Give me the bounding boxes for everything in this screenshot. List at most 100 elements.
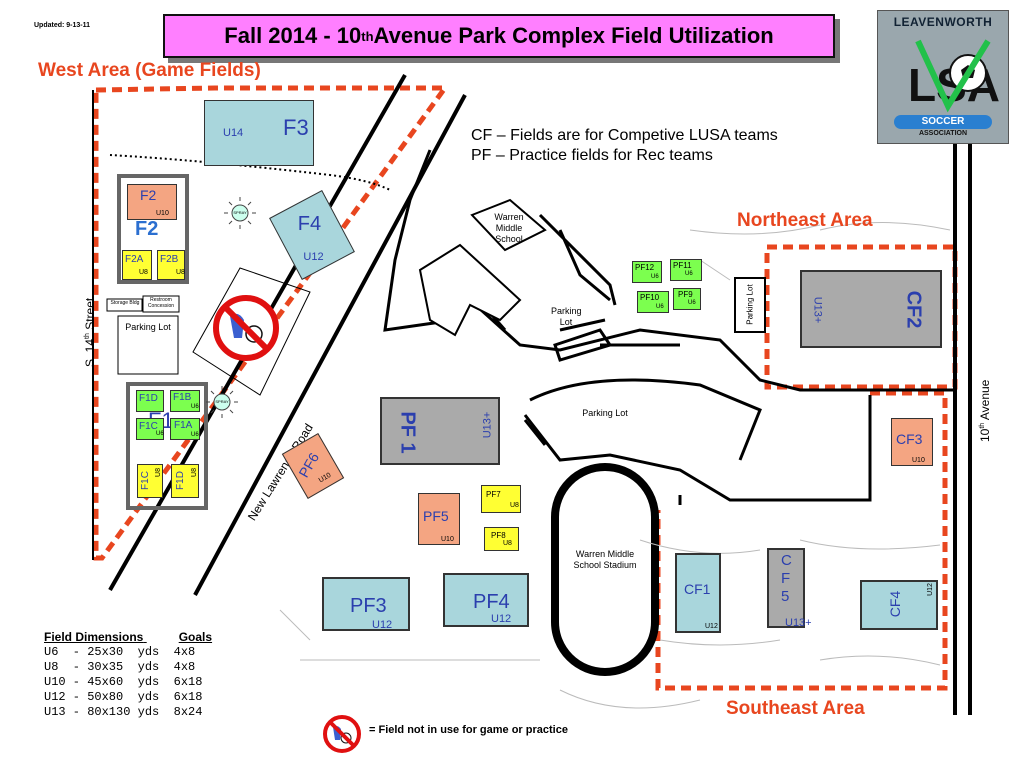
storage-bldg-outline — [106, 298, 143, 312]
no-field-legend-icon — [322, 714, 362, 754]
spray-sun-1 — [224, 197, 256, 229]
dimensions-header: Field Dimensions Goals — [44, 630, 212, 645]
field-f4-age: U12 — [303, 250, 324, 263]
field-pf5-name: PF5 — [423, 508, 449, 524]
field-f1c-bottom-name: F1C — [139, 471, 151, 490]
school-building — [418, 198, 547, 337]
field-cf3[interactable]: CF3 U10 — [891, 418, 933, 466]
field-pf7-name: PF7 — [486, 490, 501, 499]
dimensions-header-left: Field Dimensions — [44, 630, 144, 644]
center-parking-label: Parking Lot — [582, 408, 628, 418]
field-f1c-top-name: F1C — [139, 421, 158, 432]
field-f1d-bottom-age: U8 — [190, 468, 198, 477]
f2-group-outline — [117, 174, 189, 284]
field-f2[interactable]: F2 U10 — [127, 184, 177, 220]
field-cf5-name: C F 5 — [781, 552, 792, 605]
updated-date: Updated: 9-13-11 — [34, 22, 91, 29]
field-pf4-age: U12 — [491, 613, 512, 625]
field-dimensions-table: Field Dimensions Goals U6 - 25x30 yds 4x… — [44, 630, 212, 720]
driveway — [538, 213, 617, 306]
field-f2a[interactable]: F2A U8 — [122, 250, 152, 280]
field-f1d-bottom[interactable]: F1D U8 — [171, 464, 199, 498]
field-f2a-name: F2A — [125, 254, 144, 265]
field-pf12[interactable]: PF12 U6 — [632, 261, 662, 283]
ave10-sup: th — [979, 422, 986, 429]
title-part-1: Fall 2014 - 10 — [224, 23, 362, 48]
field-f2b-name: F2B — [160, 254, 179, 265]
field-f1c-bottom-age: U8 — [154, 468, 162, 477]
no-field-legend-text: = Field not in use for game or practice — [369, 724, 568, 736]
field-f1b-name: F1B — [173, 392, 192, 403]
spray-label-2: SPRAY — [215, 399, 229, 404]
dimensions-row: U6 - 25x30 yds 4x8 — [44, 645, 196, 659]
field-pf10[interactable]: PF10 U6 — [637, 291, 669, 313]
field-pf9-age: U6 — [688, 300, 696, 306]
field-pf1-name: PF 1 — [396, 411, 419, 454]
west-parking-outline — [117, 315, 179, 375]
s14-rest: Street — [83, 297, 97, 334]
field-cf3-age: U10 — [912, 457, 925, 464]
tenth-avenue-label: 10th Avenue — [978, 332, 992, 442]
dimensions-row: U8 - 30x35 yds 4x8 — [44, 660, 196, 674]
south-road — [523, 395, 872, 505]
field-pf9-name: PF9 — [678, 290, 693, 299]
field-cf2-age: U13+ — [811, 296, 824, 324]
field-pf6-age: U10 — [317, 471, 333, 485]
restroom-label: Restroom Concession — [147, 297, 175, 309]
field-cf2[interactable]: CF2 U13+ — [800, 270, 942, 348]
field-pf1[interactable]: PF 1 U13+ — [380, 397, 500, 465]
field-cf4[interactable]: CF4 U12 — [860, 580, 938, 630]
legend-pf: PF – Practice fields for Rec teams — [471, 147, 713, 164]
restroom-outline — [142, 295, 180, 313]
field-pf11-name: PF11 — [673, 261, 692, 270]
logo-band: SOCCER — [894, 115, 992, 129]
ave10-rest: Avenue — [978, 379, 992, 423]
field-pf6-name: PF6 — [295, 449, 323, 481]
field-cf1[interactable]: CF1 U12 — [675, 553, 721, 633]
field-f1c-top[interactable]: F1C U6 — [136, 418, 164, 440]
field-pf8-age: U8 — [503, 540, 512, 547]
spray-sun-2 — [206, 386, 238, 418]
field-cf4-name: CF4 — [887, 590, 904, 618]
field-f1d-top-name: F1D — [139, 393, 158, 404]
field-f1c-bottom[interactable]: F1C U8 — [137, 464, 163, 498]
southeast-area-label: Southeast Area — [726, 698, 865, 719]
field-f1a[interactable]: F1A U6 — [170, 418, 200, 440]
no-soccer-icon — [212, 294, 280, 362]
center-parking-small-label: Parking Lot — [551, 306, 582, 327]
field-cf3-name: CF3 — [896, 431, 923, 447]
field-pf8[interactable]: PF8 U8 — [484, 527, 519, 551]
field-pf3[interactable]: PF3 U12 — [322, 577, 410, 631]
field-pf9[interactable]: PF9 U6 — [673, 288, 701, 310]
field-cf2-name: CF2 — [902, 290, 925, 329]
f1-group-outline — [126, 382, 208, 510]
field-pf5[interactable]: PF5 U10 — [418, 493, 460, 545]
field-pf4[interactable]: PF4 U12 — [443, 573, 529, 627]
field-pf3-age: U12 — [372, 619, 393, 631]
field-pf3-name: PF3 — [350, 595, 387, 617]
ne-parking-outline — [734, 277, 766, 333]
field-cf5[interactable]: C F 5 U13+ — [767, 548, 812, 629]
f2-group-label: F2 — [135, 218, 159, 240]
dotted-path — [109, 154, 391, 191]
field-pf10-age: U6 — [656, 304, 664, 310]
s14-street-label: S. 14th Street — [83, 247, 97, 367]
terrain-lines — [279, 222, 951, 709]
field-f1b[interactable]: F1B U6 — [170, 390, 200, 412]
field-f2a-age: U8 — [139, 269, 148, 276]
field-pf11[interactable]: PF11 U6 — [670, 259, 702, 281]
field-f3[interactable]: F3 U14 — [204, 100, 314, 166]
field-f1a-name: F1A — [174, 420, 193, 431]
field-f1d-bottom-name: F1D — [174, 471, 186, 490]
field-f1d-top[interactable]: F1D — [136, 390, 164, 412]
field-f2b[interactable]: F2B U8 — [157, 250, 185, 280]
west-area-boundary — [93, 85, 450, 561]
field-f2b-age: U8 — [176, 269, 185, 276]
title-part-2: Avenue Park Complex Field Utilization — [373, 23, 774, 48]
field-f1c-top-age: U6 — [156, 431, 164, 437]
field-f1a-age: U6 — [191, 432, 199, 438]
field-pf11-age: U6 — [685, 271, 693, 277]
field-pf7[interactable]: PF7 U8 — [481, 485, 521, 513]
